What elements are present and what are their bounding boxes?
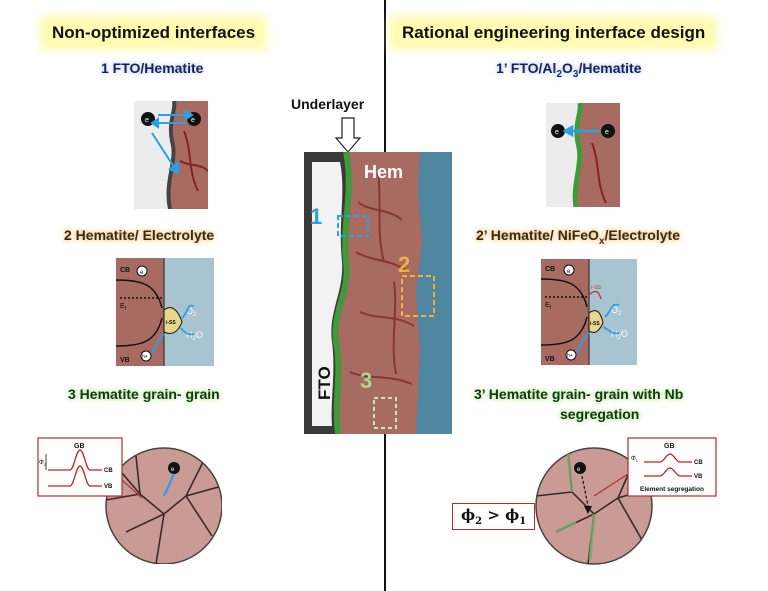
fto-layer <box>312 162 343 426</box>
svg-text:e: e <box>555 129 559 136</box>
marker-1-label: 1 <box>310 204 322 229</box>
svg-text:VB: VB <box>694 474 703 480</box>
svg-text:h+: h+ <box>142 354 148 360</box>
marker-box-1 <box>337 215 369 237</box>
svg-text:Φ2: Φ2 <box>39 460 47 467</box>
svg-text:e: e <box>605 129 609 136</box>
left-fto-hematite-figure: e e <box>134 101 208 209</box>
left-item3-label: 3 Hematite grain- grain <box>68 386 220 402</box>
svg-text:r-SS: r-SS <box>591 285 602 291</box>
svg-text:CB: CB <box>120 267 130 274</box>
svg-text:GB: GB <box>664 443 675 450</box>
marker-3-label: 3 <box>360 368 372 393</box>
right-item3-label-line2: segregation <box>560 406 640 422</box>
hematite-grain-boundaries <box>349 171 415 385</box>
svg-text:Element segregation: Element segregation <box>640 486 704 493</box>
svg-text:GB: GB <box>74 443 85 450</box>
left-band-diagram: CB VB Ef i-SS e h+ O2 H2O <box>116 258 214 366</box>
underlayer-arrow <box>334 117 362 153</box>
svg-text:i-SS: i-SS <box>590 321 600 327</box>
svg-text:O2: O2 <box>611 305 622 317</box>
underlayer-line <box>332 151 352 435</box>
svg-text:h+: h+ <box>567 353 573 359</box>
right-item3-label-line1: 3’ Hematite grain- grain with Nb <box>474 386 684 402</box>
svg-text:e: e <box>140 270 144 276</box>
cross-section-figure: FTO Hem 1 2 3 <box>304 117 452 435</box>
svg-text:e: e <box>191 117 195 124</box>
underlayer-label: Underlayer <box>291 96 365 112</box>
hematite-layer <box>335 152 422 434</box>
svg-text:e: e <box>145 117 149 124</box>
svg-text:i-SS: i-SS <box>166 320 176 326</box>
left-title: Non-optimized interfaces <box>46 22 262 44</box>
svg-text:Φ1: Φ1 <box>631 456 639 463</box>
marker-box-2 <box>401 275 435 317</box>
marker-2-label: 2 <box>398 252 410 277</box>
right-item2-label: 2’ Hematite/ NiFeOx/Electrolyte <box>476 227 680 247</box>
left-item1-label: 1 FTO/Hematite <box>101 60 204 76</box>
svg-text:e: e <box>171 467 175 473</box>
svg-text:CB: CB <box>104 468 113 474</box>
svg-text:O2: O2 <box>186 306 197 318</box>
svg-text:VB: VB <box>104 484 113 490</box>
left-item2-label: 2 Hematite/ Electrolyte <box>64 227 215 243</box>
right-fto-al2o3-hematite-figure: e e <box>546 103 620 207</box>
barrier-inequality: ϕ2 > ϕ1 <box>452 503 536 530</box>
left-grain-figure: e GB Φ2 CB VB <box>37 437 222 564</box>
right-band-diagram: r-SS CB VB Ef i-SS e h+ O2 H2O <box>541 259 637 365</box>
svg-text:e: e <box>567 269 571 275</box>
svg-text:CB: CB <box>545 266 555 273</box>
right-title: Rational engineering interface design <box>396 22 712 44</box>
svg-text:VB: VB <box>120 357 130 364</box>
svg-text:e: e <box>577 467 581 473</box>
marker-box-3 <box>373 397 397 429</box>
fto-label: FTO <box>315 366 334 400</box>
right-grain-figure: e GB Φ1 CB VB Element segregation <box>535 437 717 565</box>
hem-label: Hem <box>364 162 403 182</box>
svg-text:Ef: Ef <box>545 302 552 311</box>
svg-text:VB: VB <box>545 356 555 363</box>
right-item1-label: 1’ FTO/Al2O3/Hematite <box>496 60 642 80</box>
svg-text:CB: CB <box>694 460 703 466</box>
svg-text:Ef: Ef <box>120 303 127 312</box>
